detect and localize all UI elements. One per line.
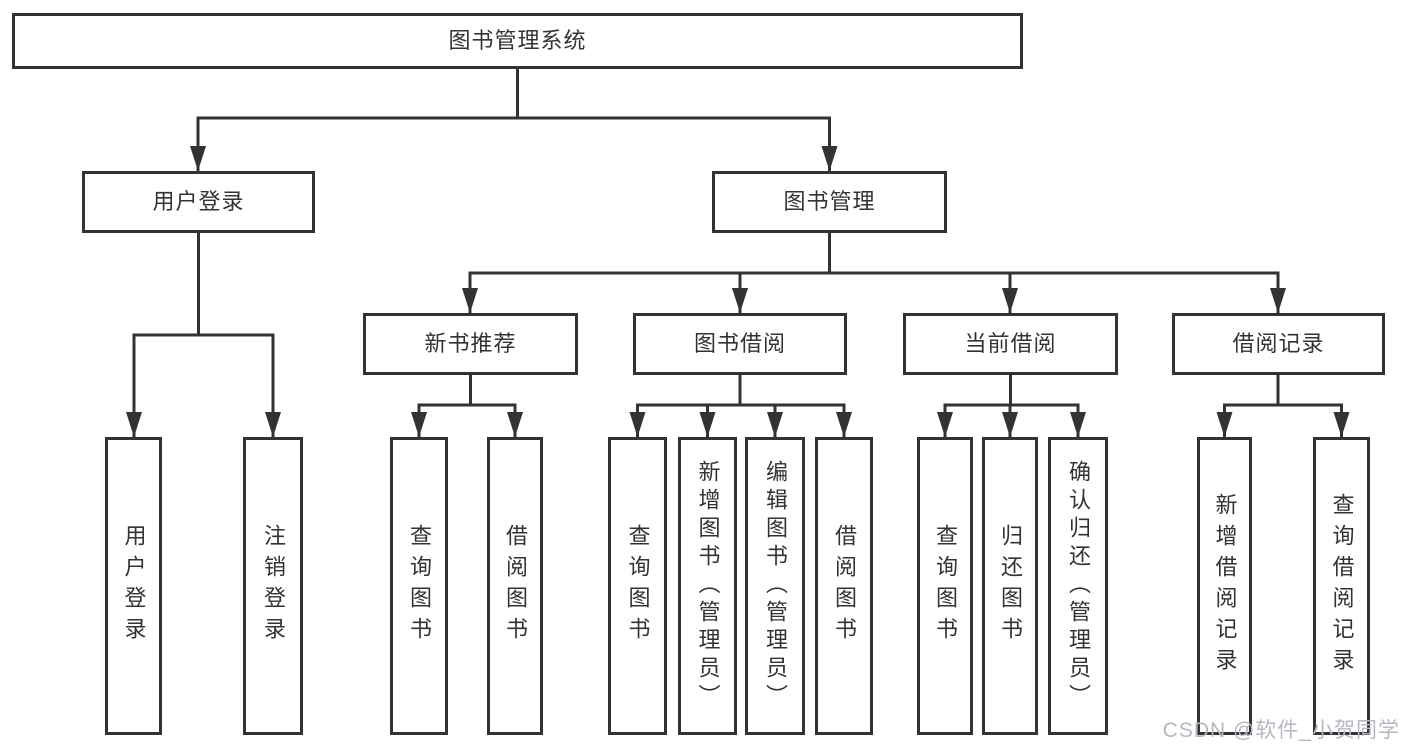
node-book-mgmt: 图书管理 (712, 171, 947, 233)
leaf-borrow-books-recommend: 借阅图书 (487, 437, 543, 735)
node-new-book-recommend: 新书推荐 (363, 313, 578, 375)
leaf-return-books: 归还图书 (982, 437, 1038, 735)
leaf-add-book-admin: 新增图书（管理员） (678, 437, 737, 735)
arrowhead-icon (1002, 412, 1018, 437)
arrowhead-icon (767, 412, 783, 437)
node-user-login: 用户登录 (82, 171, 315, 233)
arrowhead-icon (1002, 288, 1018, 313)
leaf-query-books-recommend: 查询图书 (390, 437, 448, 735)
arrowhead-icon (937, 412, 953, 437)
leaf-query-borrow-record: 查询借阅记录 (1313, 437, 1370, 735)
arrowhead-icon (629, 412, 646, 437)
connector-line (636, 403, 846, 437)
node-current-borrow: 当前借阅 (903, 313, 1118, 375)
leaf-logout: 注销登录 (243, 437, 303, 735)
arrowhead-icon (507, 412, 523, 437)
leaf-query-books-borrow: 查询图书 (608, 437, 667, 735)
connector-line (196, 116, 831, 171)
node-book-borrow: 图书借阅 (633, 313, 847, 375)
leaf-edit-book-admin: 编辑图书（管理员） (745, 437, 805, 735)
leaf-add-borrow-record: 新增借阅记录 (1197, 437, 1252, 735)
arrowhead-icon (1216, 412, 1233, 437)
connector-arrowheads (126, 146, 1350, 437)
leaf-borrow-books: 借阅图书 (815, 437, 873, 735)
connector-line (132, 333, 275, 437)
arrowhead-icon (411, 412, 427, 437)
csdn-watermark: CSDN @软件_小贺同学 (1162, 719, 1400, 742)
connector-line (417, 403, 517, 437)
node-root: 图书管理系统 (12, 13, 1023, 69)
leaf-confirm-return-admin: 确认归还（管理员） (1048, 437, 1108, 735)
arrowhead-icon (699, 412, 716, 437)
arrowhead-icon (1333, 412, 1350, 437)
arrowhead-icon (821, 146, 838, 171)
arrowhead-icon (1070, 412, 1086, 437)
arrowhead-icon (265, 412, 281, 437)
connector-line (1223, 403, 1343, 437)
arrowhead-icon (732, 288, 748, 313)
arrowhead-icon (190, 146, 206, 171)
arrowhead-icon (126, 412, 142, 437)
connector-line (468, 271, 1280, 313)
node-borrow-records: 借阅记录 (1172, 313, 1385, 375)
leaf-user-login: 用户登录 (105, 437, 162, 735)
arrowhead-icon (836, 412, 852, 437)
arrowhead-icon (1270, 288, 1286, 313)
leaf-query-books-current: 查询图书 (917, 437, 973, 735)
arrowhead-icon (462, 288, 478, 313)
connector-lines (132, 68, 1343, 437)
